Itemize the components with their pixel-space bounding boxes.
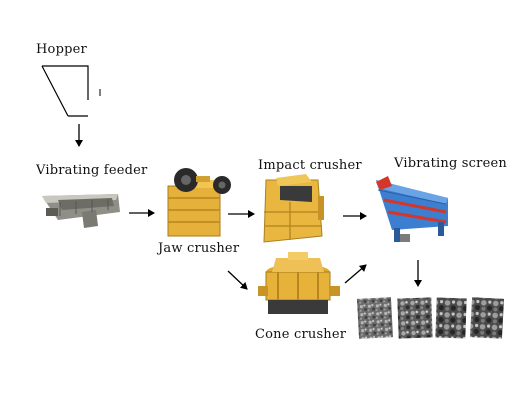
vibrating-screen-image [376, 176, 448, 242]
gravel-sample-2 [397, 297, 433, 339]
gravel-sample-4 [469, 297, 505, 339]
gravel-sample-3 [435, 297, 467, 339]
cone-crusher-label: Cone crusher [255, 327, 347, 342]
vibrating-feeder-image [42, 194, 120, 228]
arrow-jaw-to-cone [227, 270, 248, 290]
hopper-label: Hopper [36, 42, 87, 57]
arrow-cone-to-screen [344, 264, 367, 284]
hopper-outline [41, 65, 101, 117]
impact-crusher-label: Impact crusher [258, 158, 362, 173]
impact-crusher-image [263, 174, 324, 243]
jaw-crusher-image [167, 168, 231, 237]
cone-crusher-image [258, 252, 340, 314]
gravel-sample-1 [356, 297, 394, 339]
jaw-crusher-label: Jaw crusher [158, 241, 240, 256]
vibrating-screen-label: Vibrating screen [394, 156, 507, 171]
vibrating-feeder-label: Vibrating feeder [36, 163, 148, 178]
